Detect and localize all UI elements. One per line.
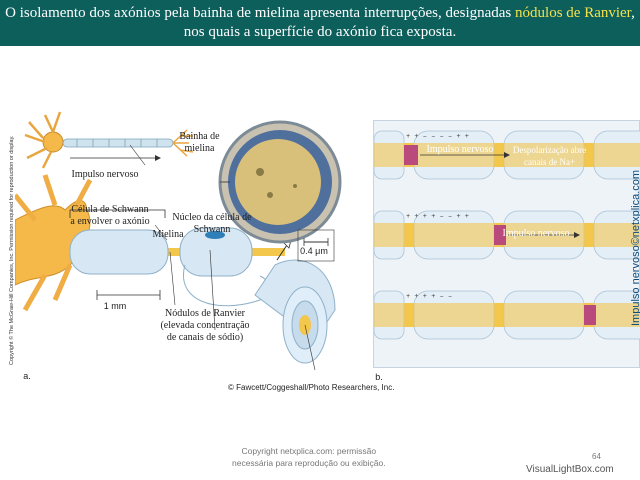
visuallightbox-link[interactable]: VisualLightBox.com [526, 464, 614, 475]
label-panel-a: a. [23, 371, 31, 381]
axon-row-3 [374, 290, 640, 340]
panel-a-illustration [15, 111, 342, 371]
label-impulso-left: Impulso nervoso [71, 169, 139, 180]
label-panel-b: b. [375, 372, 383, 382]
title-banner: O isolamento dos axónios pela bainha de … [0, 0, 640, 46]
label-scale-um: 0.4 μm [300, 246, 328, 256]
charge-marks-3: + + + + – – [406, 293, 453, 301]
page-number: 64 [592, 452, 601, 461]
label-nodulos: Nódulos de Ranvier (elevada concentração… [160, 308, 250, 343]
label-celula-schwann: Célula de Schwann a envolver o axónio [70, 204, 150, 227]
label-despolarizacao: Despolarização abre canais de Na+ [512, 145, 587, 167]
label-nucleo: Núcleo da célula de Schwann [172, 212, 252, 235]
title-highlight: nódulos de Ranvier [515, 5, 632, 21]
cross-section-tube [254, 239, 336, 364]
label-bainha: Bainha de mielina [179, 131, 220, 154]
label-impulso-b1: Impulso nervoso [426, 144, 494, 155]
footer-line-1: Copyright netxplica.com: permissão [241, 446, 377, 456]
side-watermark: Impulso nervoso©netxplica.com [630, 169, 640, 326]
photo-credit: © Fawcett/Coggeshall/Photo Researchers, … [228, 383, 395, 392]
label-scale-mm: 1 mm [103, 301, 127, 311]
charge-marks-1: + + – – – – + + [406, 133, 470, 141]
panel-b-diagram [374, 130, 640, 340]
scale-bar-mm [96, 290, 161, 300]
label-impulso-b2: Impulso nervoso [502, 228, 570, 239]
footer-copyright: Copyright netxplica.com: permissão neces… [232, 445, 386, 469]
panel-b: + + – – – – + + + + + + – – + + + + + + … [373, 120, 640, 368]
label-mielina: Mielina [152, 229, 184, 240]
title-text-after: , nos quais a superfície do axónio fica … [183, 5, 635, 40]
large-neuron [15, 174, 285, 312]
small-neuron [24, 111, 194, 169]
axon-row-1 [374, 130, 640, 180]
micrograph [218, 120, 342, 244]
footer-line-2: necessária para reprodução ou exibição. [232, 458, 386, 468]
title-text-before: O isolamento dos axónios pela bainha de … [5, 5, 516, 21]
charge-marks-2: + + + + – – + + [406, 213, 470, 221]
